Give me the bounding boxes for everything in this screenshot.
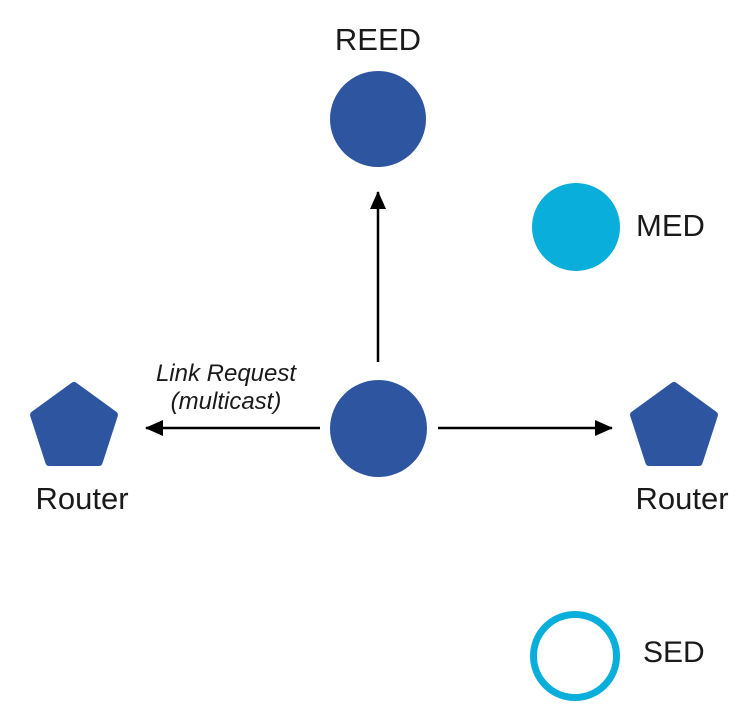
right-router-pentagon <box>630 382 718 466</box>
link-request-line1: Link Request <box>155 360 297 387</box>
reed-node-circle <box>330 71 426 167</box>
reed-label: REED <box>334 22 422 57</box>
sed-node-ring <box>530 611 620 701</box>
left-router-pentagon <box>30 382 118 466</box>
med-node-circle <box>532 183 620 271</box>
sed-label: SED <box>643 636 705 669</box>
left-router-label: Router <box>35 481 129 516</box>
link-request-line2: (multicast) <box>170 388 282 415</box>
right-router-label: Router <box>635 481 729 516</box>
link-request-annotation: Link Request (multicast) <box>116 360 336 416</box>
center-node-circle <box>330 380 427 477</box>
med-label: MED <box>636 208 705 243</box>
